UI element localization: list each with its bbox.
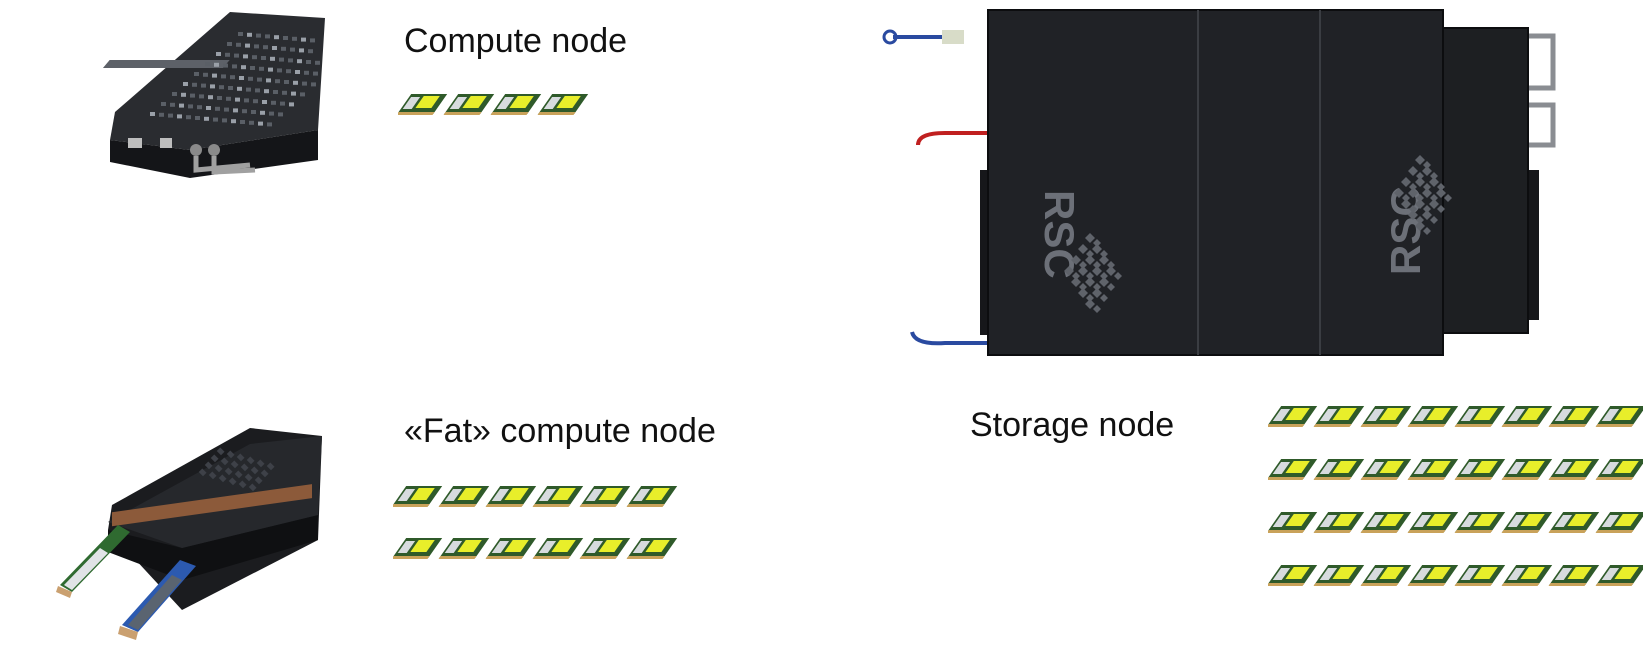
drive-icon <box>1268 459 1318 480</box>
drive-icon <box>438 486 490 507</box>
drive-icon <box>1548 565 1600 586</box>
drive-icon <box>532 538 584 559</box>
rsc-logo-text: RSC <box>1036 190 1083 279</box>
red-cable <box>916 131 990 146</box>
drive-icon <box>1313 512 1365 533</box>
drive-icon <box>1268 406 1318 427</box>
drive-icon <box>1313 406 1365 427</box>
drive-icon <box>626 538 678 559</box>
drive-icon <box>1313 459 1365 480</box>
drive-icon <box>393 486 443 507</box>
pulled-drive <box>118 560 196 640</box>
blue-cable <box>910 331 990 346</box>
drive-icon <box>1501 512 1553 533</box>
drive-icon <box>1407 512 1459 533</box>
drive-icon <box>1313 565 1365 586</box>
drive-icon <box>393 538 443 559</box>
drive-icon <box>579 486 631 507</box>
compute-node-label: Compute node <box>404 22 628 60</box>
fat-compute-node-chassis <box>56 428 322 640</box>
drive-icon <box>626 486 678 507</box>
storage-node-chassis: RSC RSC <box>882 9 1556 356</box>
drive-icon <box>1407 406 1459 427</box>
drive-icon <box>1360 565 1412 586</box>
drive-icon <box>485 486 537 507</box>
drive-icon <box>438 538 490 559</box>
drive-icon <box>1454 459 1506 480</box>
drive-icon <box>1548 459 1600 480</box>
storage-node-drives <box>1268 406 1643 586</box>
drive-icon <box>1360 406 1412 427</box>
drive-icon <box>1454 406 1506 427</box>
drive-icon <box>1407 565 1459 586</box>
fat-compute-node-label: «Fat» compute node <box>404 412 716 450</box>
drive-icon <box>1268 565 1318 586</box>
drive-icon <box>1548 512 1600 533</box>
drive-icon <box>1595 459 1643 480</box>
drive-icon <box>1360 459 1412 480</box>
drive-icon <box>1501 565 1553 586</box>
drive-icon <box>532 486 584 507</box>
drive-icon <box>398 94 448 115</box>
drive-icon <box>1454 565 1506 586</box>
compute-node-chassis <box>102 12 325 178</box>
drive-icon <box>537 94 589 115</box>
fat-compute-node-drives <box>393 486 678 559</box>
drive-icon <box>1407 459 1459 480</box>
compute-node-drives <box>398 94 589 115</box>
drive-icon <box>1360 512 1412 533</box>
drive-icon <box>1501 459 1553 480</box>
pulled-drive <box>56 525 130 598</box>
drive-icon <box>1595 512 1643 533</box>
drive-icon <box>1501 406 1553 427</box>
drive-icon <box>1595 406 1643 427</box>
drive-icon <box>1548 406 1600 427</box>
rsc-logo-text: RSC <box>1382 186 1429 275</box>
drive-icon <box>485 538 537 559</box>
drive-icon <box>1454 512 1506 533</box>
drive-icon <box>443 94 495 115</box>
drive-icon <box>1268 512 1318 533</box>
drive-icon <box>579 538 631 559</box>
drive-icon <box>490 94 542 115</box>
storage-node-label: Storage node <box>970 406 1175 444</box>
drive-icon <box>1595 565 1643 586</box>
